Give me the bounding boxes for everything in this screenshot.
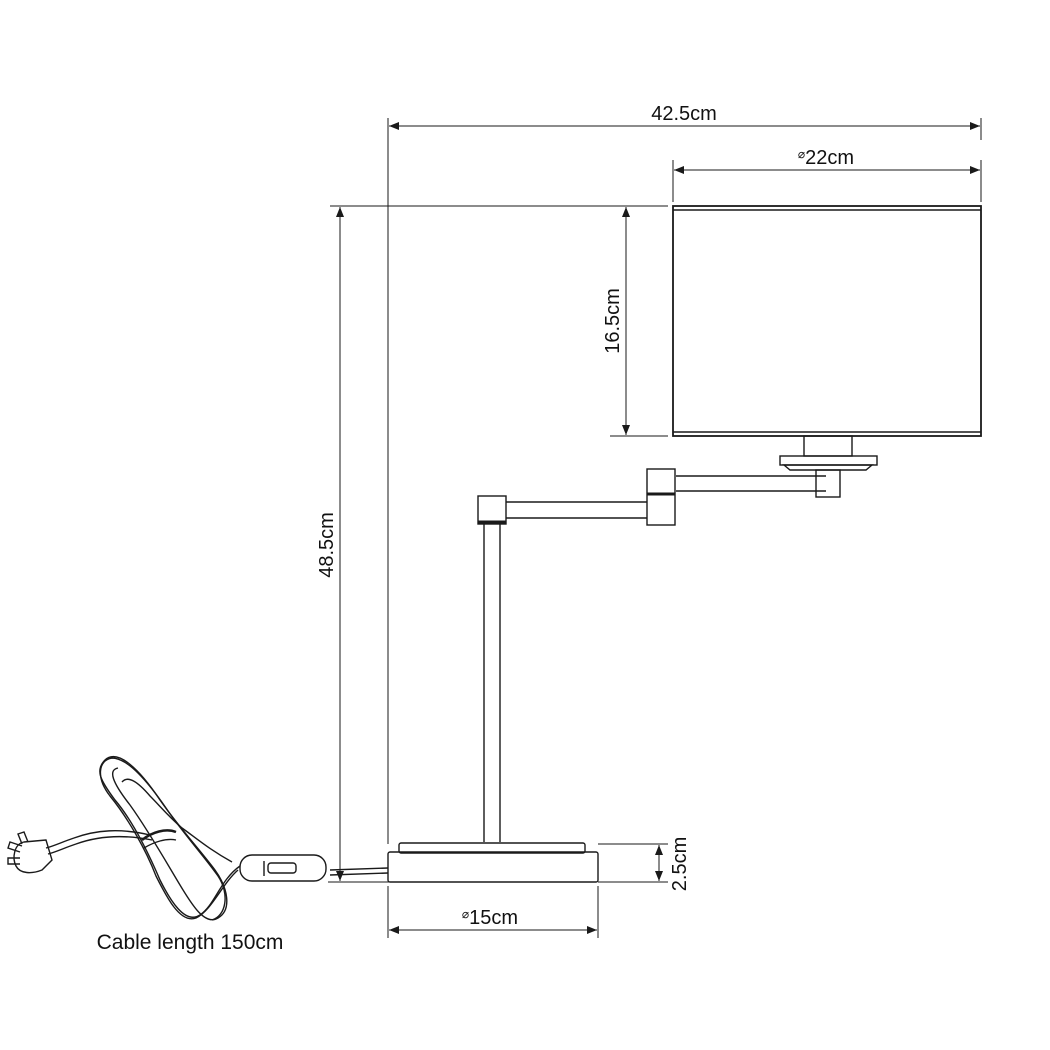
lamp-shade: [672, 205, 982, 437]
shade-diameter-label: ⌀22cm: [798, 147, 854, 169]
inline-switch: [239, 854, 327, 882]
total-height-label: 48.5cm: [316, 512, 338, 578]
shade-diameter-dimension: ⌀22cm: [672, 147, 982, 202]
shade-fitter: [779, 435, 878, 471]
shade-height-dimension: 16.5cm: [602, 205, 668, 437]
overall-width-label: 42.5cm: [651, 103, 717, 125]
shade-diameter-value: 22cm: [805, 147, 854, 169]
base-diameter-dimension: ⌀15cm: [387, 886, 599, 938]
overall-width-dimension: 42.5cm: [387, 103, 982, 140]
swing-arm: [477, 468, 841, 842]
diameter-symbol: ⌀: [462, 907, 469, 921]
cable-length-caption: Cable length 150cm: [97, 931, 284, 954]
base-height-label: 2.5cm: [669, 837, 691, 891]
base-diameter-value: 15cm: [469, 907, 518, 929]
total-height-dimension: 48.5cm: [316, 205, 668, 883]
shade-height-label: 16.5cm: [602, 288, 624, 354]
diameter-symbol: ⌀: [798, 147, 805, 161]
switch-button: [267, 862, 297, 874]
power-cable: [45, 755, 389, 921]
base-height-dimension: 2.5cm: [598, 837, 691, 891]
lamp-base: [387, 842, 599, 883]
plug-icon: [7, 831, 53, 874]
base-diameter-label: ⌀15cm: [462, 907, 518, 929]
